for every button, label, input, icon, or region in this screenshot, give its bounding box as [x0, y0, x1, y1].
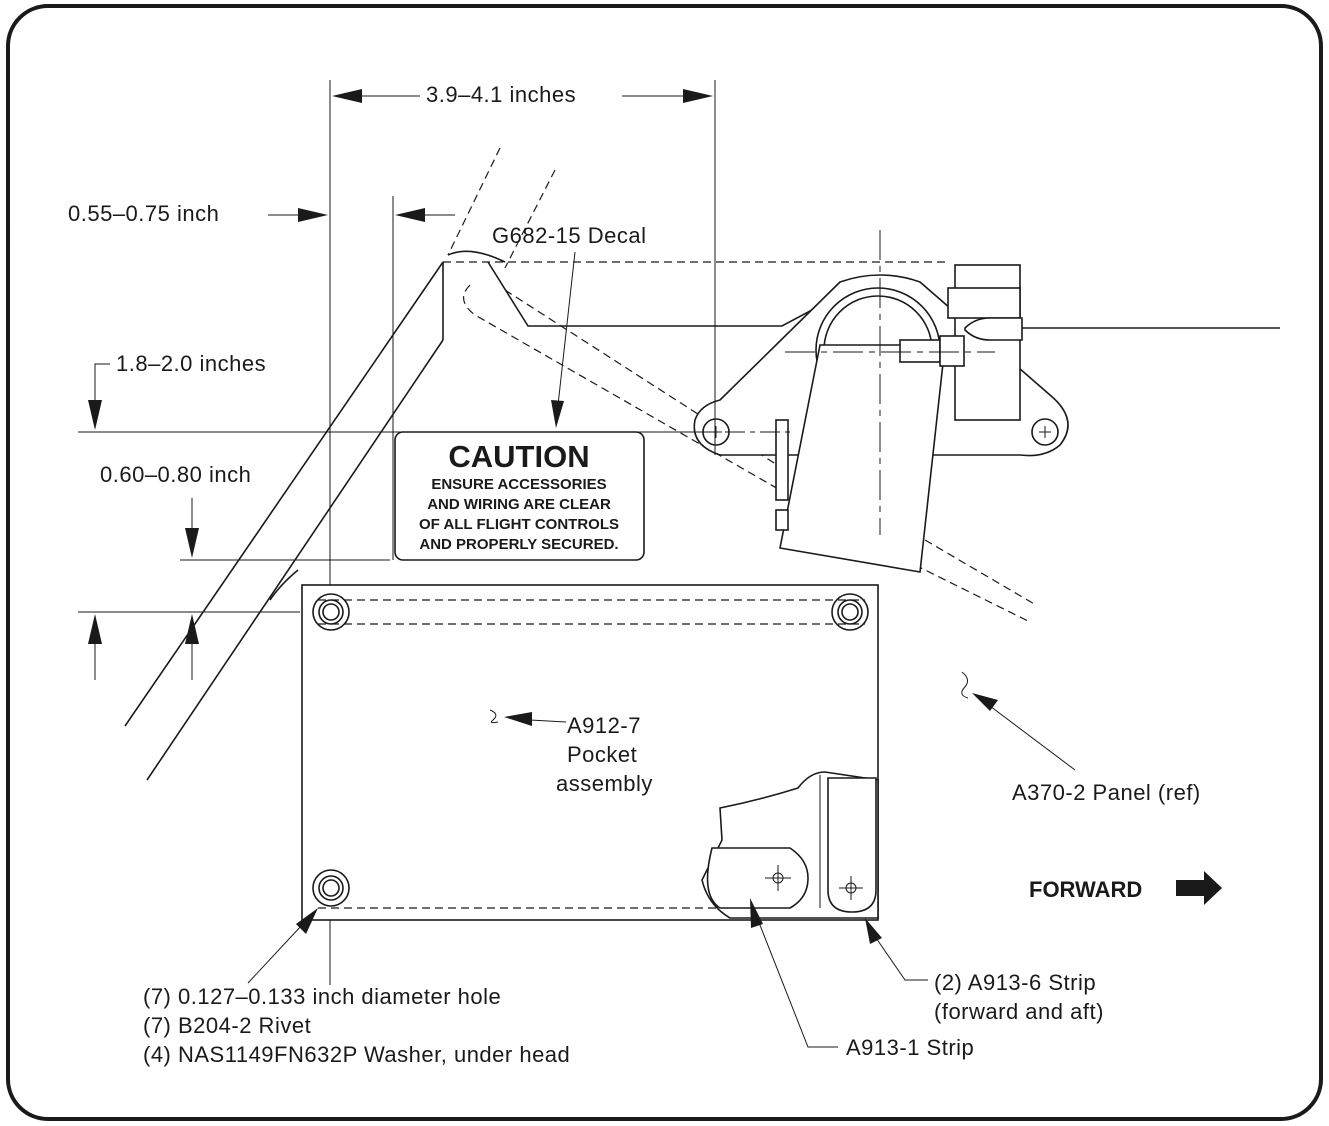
- control-tube-clamp: [690, 230, 1069, 573]
- dimension-width: 3.9–4.1 inches: [329, 80, 716, 985]
- pocket-label-3: assembly: [556, 771, 653, 796]
- rivet-hole-top-left: [312, 593, 350, 631]
- hole-label-2: (7) B204-2 Rivet: [143, 1013, 311, 1038]
- decal-label: G682-15 Decal: [492, 223, 646, 248]
- forward-indicator: FORWARD: [1029, 871, 1222, 905]
- pocket-label-2: Pocket: [567, 742, 637, 767]
- caution-decal: CAUTION ENSURE ACCESSORIES AND WIRING AR…: [394, 431, 645, 561]
- top-offset-label: 1.8–2.0 inches: [116, 351, 266, 376]
- dimension-left-offset: 0.55–0.75 inch: [68, 196, 455, 560]
- pocket-label-1: A912-7: [567, 713, 641, 738]
- panel-callout: A370-2 Panel (ref): [961, 671, 1201, 805]
- caution-line-4: AND PROPERLY SECURED.: [419, 536, 618, 553]
- figure-frame: [6, 4, 1323, 1121]
- rivet-hole-bottom-left: [312, 869, 350, 907]
- a913-6-label-1: (2) A913-6 Strip: [934, 970, 1096, 995]
- rivet-hole-top-right: [831, 593, 869, 631]
- a913-1-callout: A913-1 Strip: [750, 898, 974, 1060]
- dimension-top-offset: 1.8–2.0 inches: [78, 351, 695, 680]
- caution-line-3: OF ALL FLIGHT CONTROLS: [419, 516, 619, 533]
- pocket-assembly: A912-7 Pocket assembly: [301, 584, 879, 921]
- a913-6-strip: [819, 775, 877, 913]
- caution-line-2: AND WIRING ARE CLEAR: [427, 496, 611, 513]
- a913-6-label-2: (forward and aft): [934, 999, 1104, 1024]
- hole-label-1: (7) 0.127–0.133 inch diameter hole: [143, 984, 501, 1009]
- forward-label: FORWARD: [1029, 877, 1142, 902]
- pocket-offset-label: 0.60–0.80 inch: [100, 462, 251, 487]
- decal-callout: G682-15 Decal: [492, 223, 646, 428]
- hole-label-3: (4) NAS1149FN632P Washer, under head: [143, 1042, 570, 1067]
- dimension-pocket-offset: 0.60–0.80 inch: [100, 462, 390, 680]
- caution-title: CAUTION: [448, 439, 589, 474]
- a913-6-callout: (2) A913-6 Strip (forward and aft): [865, 918, 1104, 1024]
- a913-1-label: A913-1 Strip: [846, 1035, 974, 1060]
- right-arrow-icon: [1176, 871, 1222, 905]
- caution-line-1: ENSURE ACCESSORIES: [431, 476, 606, 493]
- hole-callout: (7) 0.127–0.133 inch diameter hole (7) B…: [143, 908, 570, 1067]
- width-dimension-label: 3.9–4.1 inches: [426, 82, 576, 107]
- panel-label: A370-2 Panel (ref): [1012, 780, 1201, 805]
- left-offset-label: 0.55–0.75 inch: [68, 201, 219, 226]
